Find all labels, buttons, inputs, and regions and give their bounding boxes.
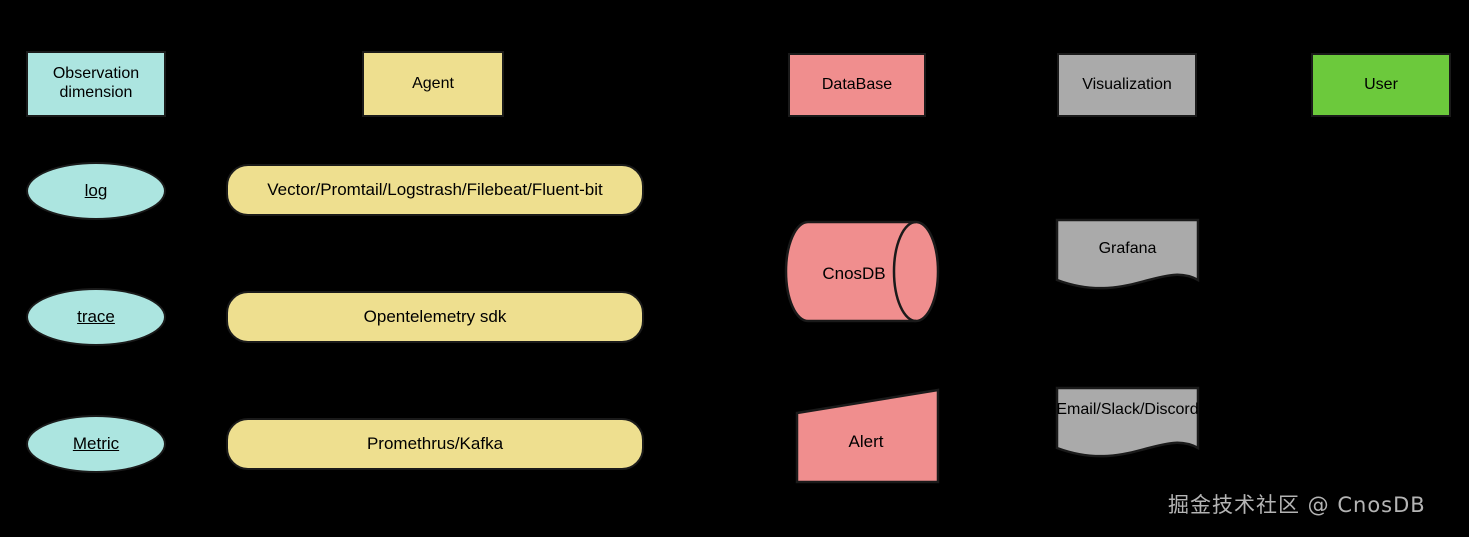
column-header-label: Observation dimension	[52, 65, 140, 101]
column-header-label: Agent	[412, 74, 454, 92]
document-shape-icon	[1055, 386, 1201, 460]
database-node-cnosdb[interactable]: CnosDB	[784, 220, 944, 327]
column-header-observation-dimension[interactable]: Observation dimension	[26, 51, 166, 117]
column-header-label: Visualization	[1082, 75, 1172, 93]
dimension-node-trace[interactable]: trace	[26, 288, 166, 346]
column-header-label: User	[1364, 75, 1398, 93]
dimension-label: log	[84, 180, 108, 200]
visualization-node-notifications[interactable]: Email/Slack/Discord	[1055, 386, 1201, 462]
database-node-alert[interactable]: Alert	[790, 385, 942, 487]
column-header-database[interactable]: DataBase	[788, 53, 926, 117]
dimension-label: trace	[77, 306, 115, 326]
column-header-label: DataBase	[821, 75, 893, 93]
agent-label: Promethrus/Kafka	[366, 433, 504, 453]
visualization-node-grafana[interactable]: Grafana	[1055, 218, 1201, 294]
column-header-user[interactable]: User	[1311, 53, 1451, 117]
agent-label: Opentelemetry sdk	[363, 306, 507, 326]
trapezoid-shape-icon	[795, 388, 942, 486]
cylinder-shape-icon	[784, 220, 941, 324]
column-header-agent[interactable]: Agent	[362, 51, 504, 117]
dimension-label: Metric	[72, 433, 120, 453]
agent-node-trace[interactable]: Opentelemetry sdk	[226, 291, 644, 343]
dimension-node-metric[interactable]: Metric	[26, 415, 166, 473]
agent-node-log[interactable]: Vector/Promtail/Logstrash/Filebeat/Fluen…	[226, 164, 644, 216]
document-shape-icon	[1055, 218, 1201, 292]
agent-node-metric[interactable]: Promethrus/Kafka	[226, 418, 644, 470]
column-header-visualization[interactable]: Visualization	[1057, 53, 1197, 117]
agent-label: Vector/Promtail/Logstrash/Filebeat/Fluen…	[267, 179, 603, 199]
watermark: 掘金技术社区 @ CnosDB	[1168, 493, 1426, 517]
dimension-node-log[interactable]: log	[26, 162, 166, 220]
